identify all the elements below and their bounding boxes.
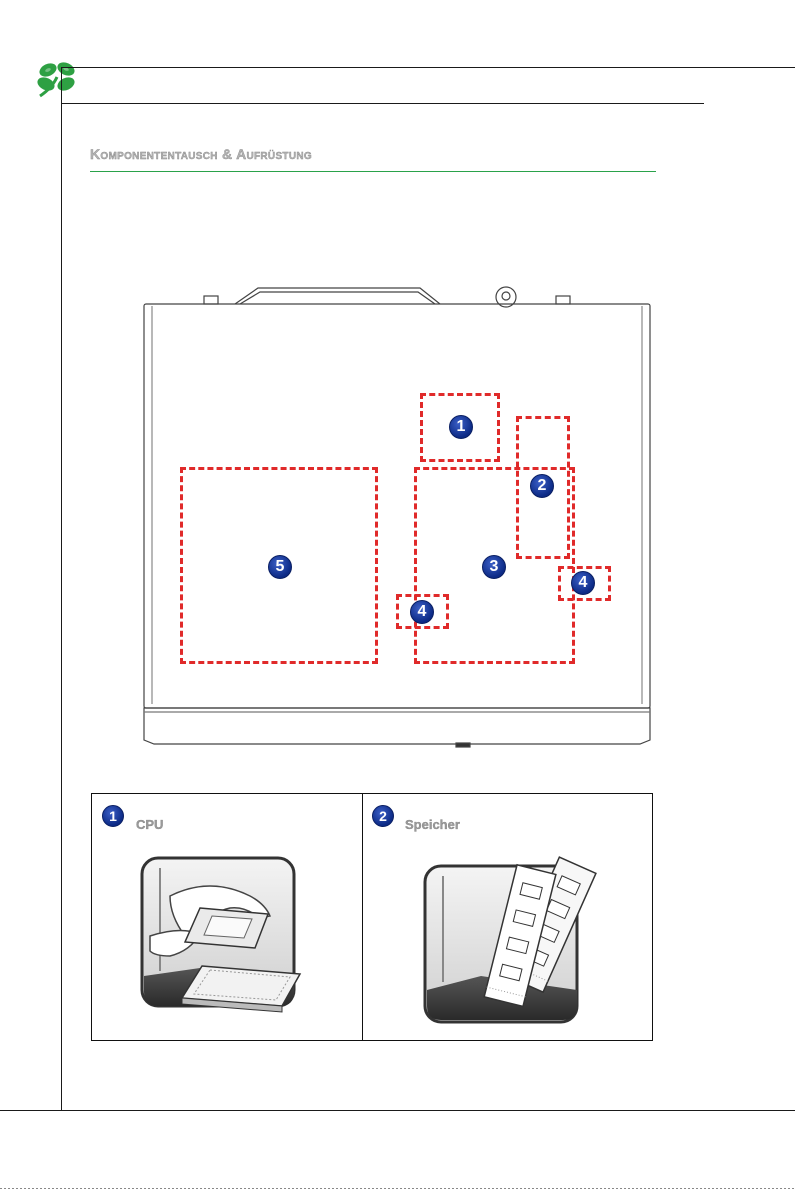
- marker-2: 2: [530, 474, 554, 498]
- marker-3: 3: [482, 555, 506, 579]
- panel-2-number-badge: 2: [372, 805, 394, 827]
- clover-logo-icon: [32, 58, 84, 100]
- header-bottom-rule: [62, 103, 704, 104]
- marker-1: 1: [449, 415, 473, 439]
- panel-2-label: Speicher: [405, 817, 460, 832]
- cpu-install-icon: [140, 856, 330, 1022]
- left-margin-rule: [61, 67, 62, 1111]
- panel-cpu: 1 CPU: [91, 793, 363, 1041]
- header-top-rule: [62, 67, 795, 68]
- section-title-underline: [90, 171, 656, 172]
- footer-rule: [0, 1110, 795, 1111]
- marker-5: 5: [268, 555, 292, 579]
- section-title: Komponententausch & Aufrüstung: [90, 146, 312, 162]
- footer-dotted-line: [0, 1188, 795, 1189]
- marker-4a: 4: [410, 600, 434, 624]
- marker-4b: 4: [571, 571, 595, 595]
- panel-1-number-badge: 1: [102, 805, 124, 827]
- panel-1-label: CPU: [136, 817, 163, 832]
- memory-modules-icon: [421, 850, 611, 1026]
- panel-memory: 2 Speicher: [362, 793, 653, 1041]
